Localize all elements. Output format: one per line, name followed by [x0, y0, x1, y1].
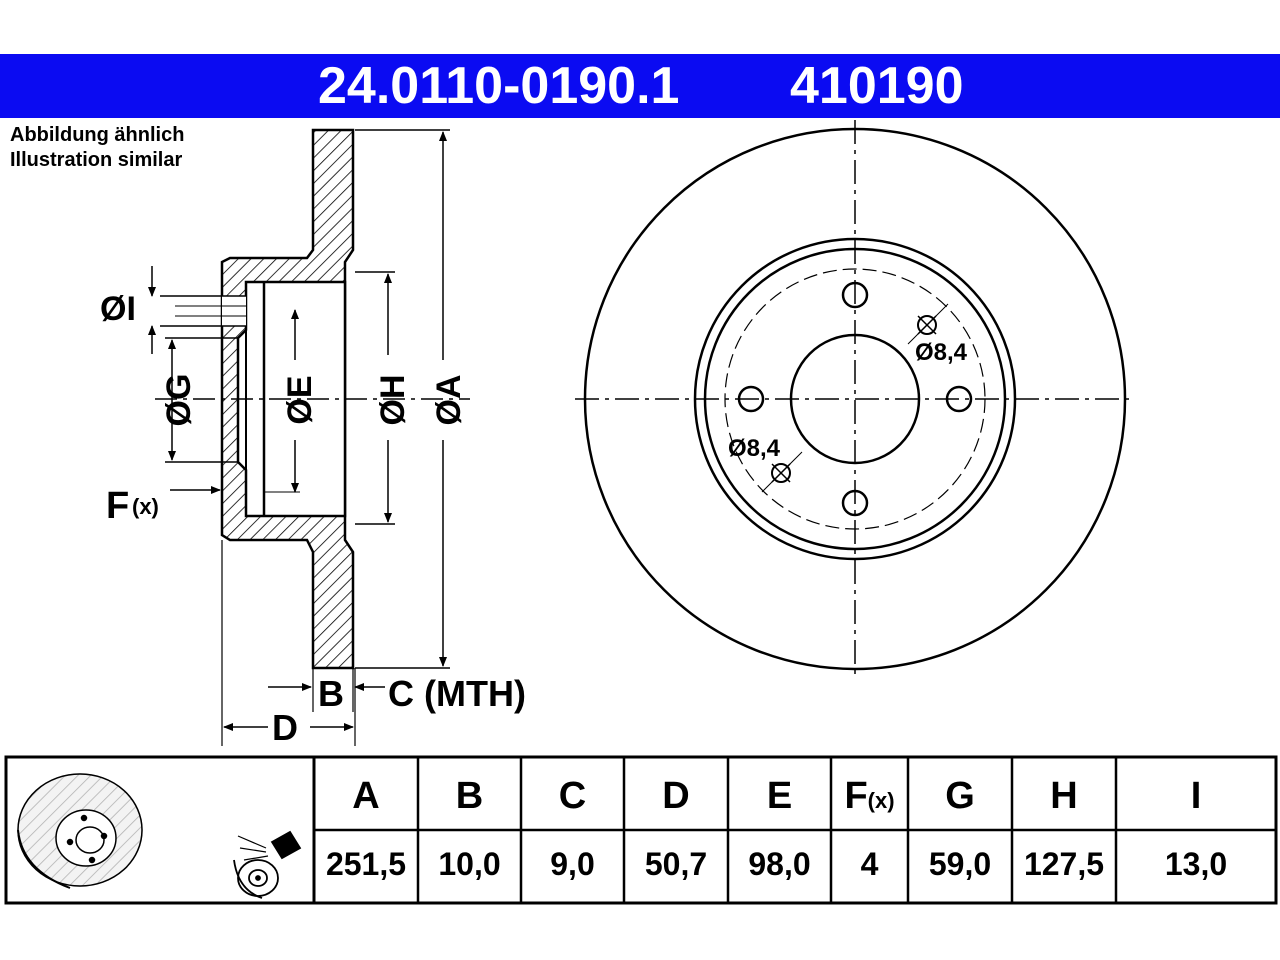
value-e: 98,0 — [748, 846, 811, 882]
header-f-suffix: (x) — [867, 788, 895, 813]
locating-hole-bottom — [771, 463, 791, 483]
value-i: 13,0 — [1164, 846, 1228, 882]
dimension-table — [4, 755, 1278, 905]
value-h: 127,5 — [1023, 846, 1105, 882]
illustration-note-en: Illustration similar — [10, 149, 183, 171]
label-diameter-h: ØH — [374, 375, 412, 426]
header-b: B — [455, 775, 484, 817]
label-diameter-g: ØG — [160, 374, 198, 427]
label-diameter-e: ØE — [281, 375, 319, 424]
front-view — [575, 120, 1135, 680]
value-d: 50,7 — [644, 846, 708, 882]
illustration-note-de: Abbildung ähnlich — [10, 124, 185, 146]
label-c-mth: C (MTH) — [388, 673, 526, 714]
label-diameter-a: ØA — [430, 375, 468, 426]
label-f-suffix: (x) — [132, 494, 159, 519]
label-b: B — [318, 673, 344, 714]
cross-section-view: ØI ØG ØE ØH ØA F (x) B C (MTH) D — [100, 128, 526, 748]
header-h: H — [1050, 775, 1078, 817]
locating-hole-top — [917, 315, 937, 335]
header-bar — [0, 54, 1280, 118]
label-f: F — [106, 485, 129, 527]
header-a: A — [352, 775, 380, 817]
header-d: D — [662, 775, 690, 817]
value-g: 59,0 — [928, 846, 992, 882]
value-c: 9,0 — [550, 846, 595, 882]
label-diameter-i: ØI — [100, 290, 136, 328]
label-hole-diameter-top: Ø8,4 — [915, 339, 968, 366]
header-g: G — [945, 775, 975, 817]
label-hole-diameter-bottom: Ø8,4 — [728, 435, 781, 462]
label-d: D — [272, 707, 298, 748]
header-f: F(x) — [831, 768, 908, 824]
header-f-letter: F — [844, 775, 868, 817]
spray-cleaning-icon — [233, 830, 308, 900]
value-b: 10,0 — [438, 846, 501, 882]
header-i: I — [1190, 775, 1202, 817]
reference-number: 410190 — [790, 57, 964, 115]
header-c: C — [558, 775, 587, 817]
brake-disc-perspective-icon — [17, 773, 143, 889]
part-number: 24.0110-0190.1 — [318, 57, 680, 115]
header-e: E — [766, 775, 793, 817]
value-f: 4 — [860, 846, 879, 882]
value-a: 251,5 — [325, 846, 407, 882]
